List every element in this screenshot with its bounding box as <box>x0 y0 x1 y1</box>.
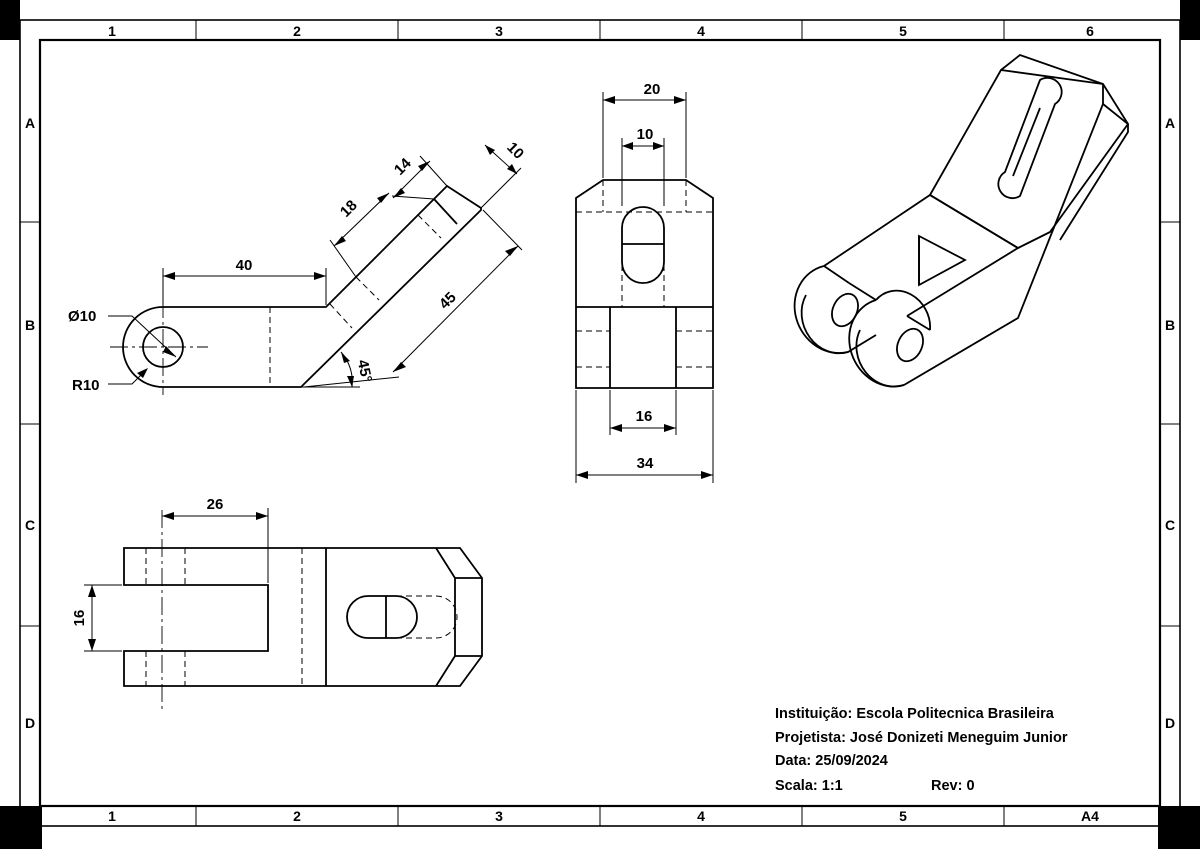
top-dim-26: 26 <box>207 496 224 513</box>
side-dim-10: 10 <box>637 126 654 143</box>
front-dim-18: 18 <box>337 197 361 221</box>
zone-row-right-c: C <box>1165 517 1175 533</box>
zone-col-bottom-3: 3 <box>495 808 503 824</box>
corner-mark-bottom-right <box>1158 806 1200 849</box>
side-view-dimensions <box>575 92 714 483</box>
zone-col-bottom-5: 5 <box>899 808 907 824</box>
front-dim-45: 45 <box>436 289 460 313</box>
zone-col-top-4: 4 <box>697 23 705 39</box>
zone-col-bottom-4: 4 <box>697 808 705 824</box>
front-dim-radius: R10 <box>72 377 100 394</box>
inner-frame <box>38 38 1162 808</box>
corner-mark-bottom-left <box>0 806 42 849</box>
zone-row-left-b: B <box>25 317 35 333</box>
zone-col-top-2: 2 <box>293 23 301 39</box>
zone-row-right-a: A <box>1165 115 1175 131</box>
zone-col-bottom-6: A4 <box>1081 808 1099 824</box>
title-institution: Instituição: Escola Politecnica Brasilei… <box>775 706 1055 722</box>
front-dim-14: 14 <box>391 154 415 178</box>
side-dim-20: 20 <box>644 81 661 98</box>
title-designer: Projetista: José Donizeti Meneguim Junio… <box>775 730 1068 746</box>
corner-mark-top-left <box>0 0 20 40</box>
zone-col-top-5: 5 <box>899 23 907 39</box>
zone-col-bottom-2: 2 <box>293 808 301 824</box>
title-rev: Rev: 0 <box>931 778 975 794</box>
isometric-view <box>793 53 1130 388</box>
side-dim-16: 16 <box>636 408 653 425</box>
top-view-dimensions <box>84 508 269 652</box>
corner-mark-top-right <box>1180 0 1200 40</box>
title-date: Data: 25/09/2024 <box>775 753 888 769</box>
zone-row-right-d: D <box>1165 715 1175 731</box>
front-view <box>110 184 482 395</box>
zone-row-right-b: B <box>1165 317 1175 333</box>
zone-col-bottom-1: 1 <box>108 808 116 824</box>
zone-col-top-6: 6 <box>1086 23 1094 39</box>
title-block: Instituição: Escola Politecnica Brasilei… <box>775 706 1068 794</box>
top-view <box>123 510 483 712</box>
title-scale: Scala: 1:1 <box>775 778 843 794</box>
zone-row-left-d: D <box>25 715 35 731</box>
front-dim-angle: 45° <box>354 358 375 384</box>
side-view <box>575 179 714 389</box>
zone-ticks <box>20 20 1180 826</box>
side-dim-34: 34 <box>637 455 654 472</box>
top-dim-16: 16 <box>71 610 88 627</box>
zone-col-top-3: 3 <box>495 23 503 39</box>
front-dim-40: 40 <box>236 257 253 274</box>
front-dim-10: 10 <box>503 139 527 163</box>
zone-col-top-1: 1 <box>108 23 116 39</box>
zone-row-left-c: C <box>25 517 35 533</box>
zone-row-left-a: A <box>25 115 35 131</box>
front-dim-diameter: Ø10 <box>68 308 96 325</box>
front-view-dimensions <box>108 144 523 388</box>
